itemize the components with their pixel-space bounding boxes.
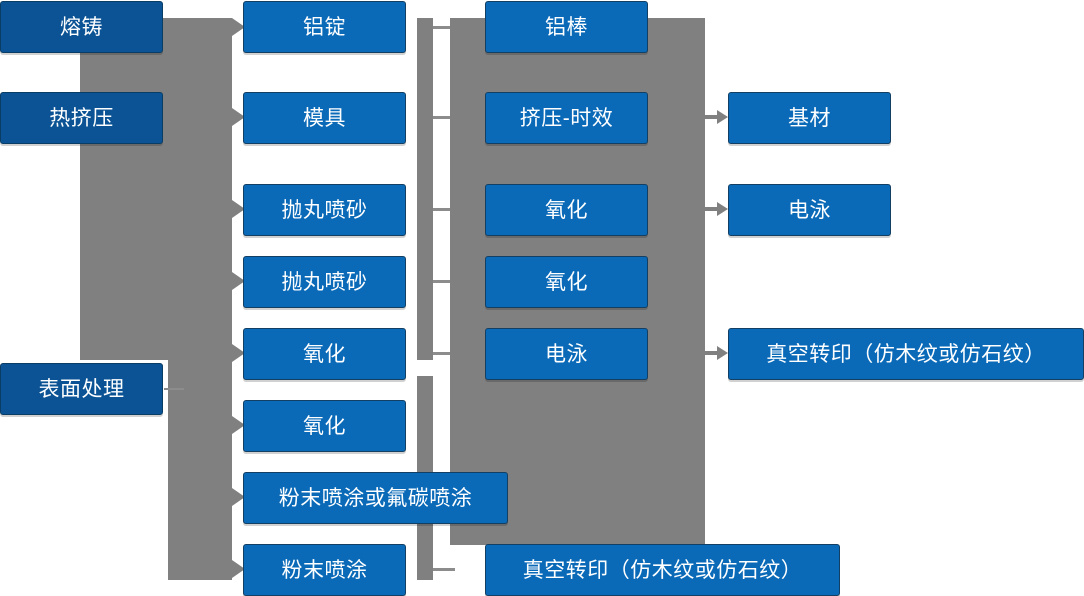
node-powder-or-fluorocarbon-coating-label: 粉末喷涂或氟碳喷涂: [278, 486, 473, 510]
rung-oxidation-1: [433, 208, 455, 211]
node-aluminum-ingot-label: 铝锭: [303, 15, 346, 39]
stage-surface-treatment[interactable]: 表面处理: [0, 363, 163, 415]
node-oxidation-c2-1-label: 氧化: [303, 342, 346, 366]
stage-melt-cast-label: 熔铸: [60, 15, 103, 39]
rung-electrophoresis: [433, 352, 455, 355]
node-electrophoresis-c4[interactable]: 电泳: [728, 184, 891, 236]
arrow-to-vacuum-transfer: [702, 344, 728, 362]
rung-aluminum-bar: [433, 26, 455, 29]
rung-extrusion-aging: [433, 116, 455, 119]
node-powder-coating-label: 粉末喷涂: [281, 558, 368, 582]
spine-left-melt-tail: [80, 54, 168, 90]
stage-hot-extrusion-label: 热挤压: [49, 106, 114, 130]
arrow-to-mold: [232, 108, 245, 126]
stage-hot-extrusion[interactable]: 热挤压: [0, 92, 163, 144]
node-shot-blasting-2[interactable]: 抛丸喷砂: [243, 256, 406, 308]
node-vacuum-transfer-c4[interactable]: 真空转印（仿木纹或仿石纹）: [728, 328, 1084, 380]
node-powder-coating[interactable]: 粉末喷涂: [243, 544, 406, 596]
node-aluminum-bar[interactable]: 铝棒: [485, 1, 648, 53]
node-base-material[interactable]: 基材: [728, 92, 891, 144]
line-surface-treatment-to-spine: [164, 388, 184, 390]
node-mold[interactable]: 模具: [243, 92, 406, 144]
spine-mid-narrow-upper: [417, 18, 433, 360]
arrow-to-oxidation-2: [232, 416, 245, 434]
arrow-to-powder-coating: [232, 560, 245, 578]
node-vacuum-transfer-c3[interactable]: 真空转印（仿木纹或仿石纹）: [485, 544, 840, 596]
node-extrusion-aging-label: 挤压-时效: [519, 106, 614, 130]
stage-melt-cast[interactable]: 熔铸: [0, 1, 163, 53]
arrow-to-shot-blasting-1: [232, 200, 245, 218]
node-electrophoresis-c3-label: 电泳: [545, 342, 588, 366]
node-powder-or-fluorocarbon-coating[interactable]: 粉末喷涂或氟碳喷涂: [243, 472, 508, 524]
node-shot-blasting-1[interactable]: 抛丸喷砂: [243, 184, 406, 236]
node-shot-blasting-2-label: 抛丸喷砂: [281, 270, 368, 294]
node-mold-label: 模具: [303, 106, 346, 130]
node-oxidation-c3-1-label: 氧化: [545, 198, 588, 222]
node-base-material-label: 基材: [788, 106, 831, 130]
node-aluminum-ingot[interactable]: 铝锭: [243, 1, 406, 53]
node-electrophoresis-c4-label: 电泳: [788, 198, 831, 222]
node-shot-blasting-1-label: 抛丸喷砂: [281, 198, 368, 222]
node-vacuum-transfer-c4-label: 真空转印（仿木纹或仿石纹）: [766, 342, 1046, 366]
arrow-to-base-material: [702, 108, 728, 126]
arrow-to-aluminum-ingot: [232, 18, 245, 36]
node-oxidation-c3-1[interactable]: 氧化: [485, 184, 648, 236]
spine-left-lower-stem: [168, 360, 232, 580]
node-oxidation-c2-1[interactable]: 氧化: [243, 328, 406, 380]
node-oxidation-c2-2-label: 氧化: [303, 414, 346, 438]
rung-oxidation-2: [433, 280, 455, 283]
node-electrophoresis-c3[interactable]: 电泳: [485, 328, 648, 380]
node-oxidation-c3-2-label: 氧化: [545, 270, 588, 294]
stage-surface-treatment-label: 表面处理: [38, 377, 125, 401]
node-oxidation-c2-2[interactable]: 氧化: [243, 400, 406, 452]
rung-vacuum-transfer: [433, 568, 455, 571]
node-oxidation-c3-2[interactable]: 氧化: [485, 256, 648, 308]
node-vacuum-transfer-c3-label: 真空转印（仿木纹或仿石纹）: [522, 558, 803, 582]
arrow-to-electrophoresis: [702, 200, 728, 218]
node-aluminum-bar-label: 铝棒: [545, 15, 588, 39]
arrow-to-shot-blasting-2: [232, 272, 245, 290]
arrow-to-powder-or-fluorocarbon: [232, 488, 245, 506]
node-extrusion-aging[interactable]: 挤压-时效: [485, 92, 648, 144]
arrow-to-oxidation-1: [232, 344, 245, 362]
